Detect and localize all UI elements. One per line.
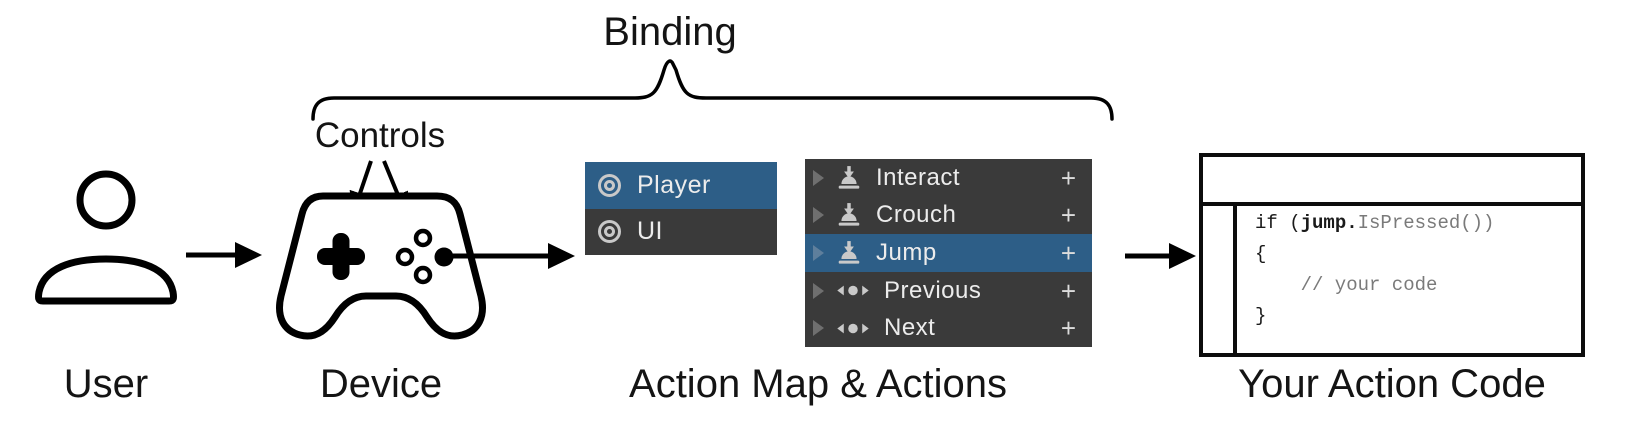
action-item-crouch[interactable]: Crouch +	[805, 197, 1092, 235]
action-label: Previous	[884, 276, 982, 304]
add-binding-button[interactable]: +	[1060, 237, 1076, 268]
code-snippet: if (jump.IsPressed()) { // your code}	[1255, 208, 1494, 332]
action-map-icon	[598, 220, 621, 244]
foldout-triangle-icon[interactable]	[813, 244, 824, 261]
actions-panel: Interact + Crouch + Jump	[805, 159, 1092, 347]
action-label: Jump	[876, 238, 937, 266]
button-press-icon	[836, 165, 862, 190]
arrow-actions-to-code	[1125, 243, 1196, 269]
gamepad-icon	[276, 192, 486, 340]
foldout-triangle-icon[interactable]	[813, 320, 824, 337]
arrow-device-to-actionmap	[453, 243, 575, 269]
action-item-interact[interactable]: Interact +	[805, 159, 1092, 197]
add-binding-button[interactable]: +	[1060, 313, 1076, 344]
foldout-triangle-icon[interactable]	[813, 169, 824, 186]
action-map-actions-label: Action Map & Actions	[629, 362, 1007, 406]
action-map-label: Player	[637, 170, 711, 199]
binding-label: Binding	[603, 10, 737, 54]
button-press-icon	[836, 203, 862, 227]
action-map-item-ui[interactable]: UI	[585, 209, 777, 256]
code-line-2: {	[1255, 243, 1267, 265]
foldout-triangle-icon[interactable]	[813, 282, 824, 299]
add-binding-button[interactable]: +	[1060, 275, 1076, 306]
action-item-next[interactable]: Next +	[805, 309, 1092, 347]
add-binding-button[interactable]: +	[1060, 162, 1076, 193]
action-map-panel: Player UI	[585, 162, 777, 255]
action-label: Interact	[876, 163, 961, 191]
action-code-window: if (jump.IsPressed()) { // your code}	[1199, 153, 1585, 357]
arrow-user-to-device	[186, 242, 262, 268]
action-label: Crouch	[876, 201, 957, 229]
jump-action-reference: jump.	[1300, 212, 1358, 234]
button-press-icon	[836, 241, 862, 265]
action-map-icon	[598, 173, 621, 197]
dpad-icon	[317, 233, 365, 280]
action-item-jump[interactable]: Jump +	[805, 234, 1092, 272]
binding-brace-shape	[311, 59, 1114, 121]
foldout-triangle-icon[interactable]	[813, 207, 824, 224]
axis-icon	[836, 284, 870, 297]
device-label: Device	[319, 362, 443, 406]
your-action-code-label: Your Action Code	[1238, 362, 1546, 406]
user-label: User	[63, 362, 149, 406]
action-map-item-player[interactable]: Player	[585, 162, 777, 209]
code-gutter-line	[1233, 206, 1237, 353]
gamepad-buttons	[395, 228, 454, 285]
action-label: Next	[884, 314, 936, 342]
code-line-4: }	[1255, 305, 1267, 327]
action-map-label: UI	[637, 217, 663, 246]
user-icon	[35, 170, 177, 305]
code-line-1: if (jump.IsPressed())	[1255, 212, 1495, 234]
action-item-previous[interactable]: Previous +	[805, 272, 1092, 310]
code-window-titlebar	[1203, 157, 1581, 206]
controls-label: Controls	[314, 116, 446, 155]
code-line-3: // your code	[1300, 274, 1438, 296]
add-binding-button[interactable]: +	[1060, 200, 1076, 231]
axis-icon	[836, 322, 870, 335]
